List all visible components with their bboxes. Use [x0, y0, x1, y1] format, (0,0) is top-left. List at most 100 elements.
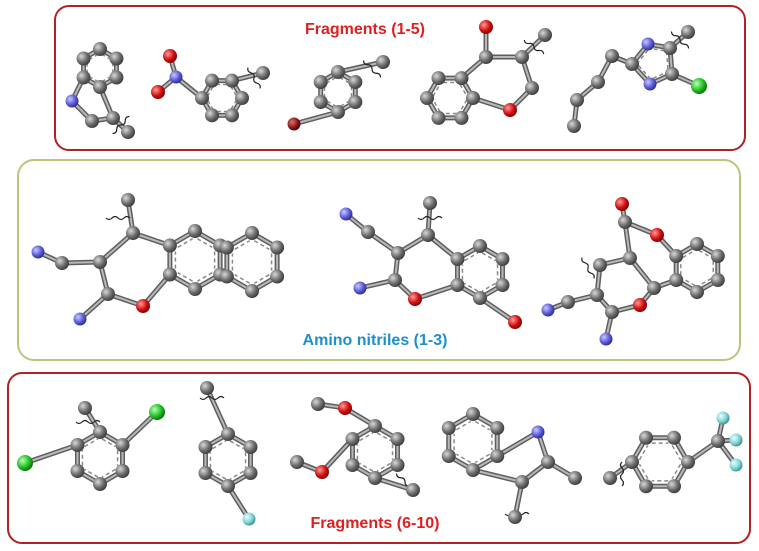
- aromatic-bond: [432, 99, 441, 113]
- atom-c: [121, 193, 135, 207]
- atom-c: [256, 66, 270, 80]
- atom-c: [710, 249, 725, 263]
- atom-c: [361, 225, 375, 239]
- bond-highlight: [24, 444, 79, 464]
- atom-c: [406, 483, 420, 497]
- attachment-wave: [105, 215, 131, 221]
- atom-n: [531, 425, 545, 439]
- atom-c: [450, 278, 465, 292]
- atom-c: [639, 479, 653, 494]
- atom-c: [93, 255, 107, 269]
- aromatic-bond: [481, 252, 496, 262]
- atom-c: [441, 421, 456, 435]
- atom-f: [729, 433, 743, 447]
- attachment-wave: [199, 395, 225, 401]
- atom-c: [221, 479, 235, 493]
- atom-c: [441, 449, 456, 463]
- atom-c: [561, 295, 575, 309]
- aromatic-bond: [229, 470, 244, 480]
- aromatic-bond: [253, 274, 270, 284]
- atom-c: [681, 455, 695, 469]
- atom-n: [169, 70, 183, 84]
- atom-c: [525, 81, 539, 95]
- aromatic-bond: [206, 99, 214, 111]
- atom-n: [599, 332, 613, 346]
- aromatic-bond: [459, 99, 468, 113]
- atom-c: [205, 73, 219, 88]
- atom-c: [70, 464, 85, 478]
- atom-c: [85, 114, 99, 128]
- atom-c: [221, 427, 235, 441]
- atom-c: [93, 425, 107, 439]
- bond-highlight: [337, 61, 384, 73]
- atom-c: [93, 80, 107, 94]
- atom-o: [503, 103, 517, 117]
- atom-o: [163, 49, 177, 63]
- atom-c: [162, 238, 177, 253]
- attachment-wave: [670, 31, 690, 49]
- aromatic-bond: [376, 432, 391, 442]
- aromatic-bond: [339, 76, 351, 84]
- aromatic-bond: [376, 462, 391, 472]
- atom-c: [195, 91, 209, 105]
- attachment-wave: [417, 215, 443, 221]
- atom-c: [109, 70, 124, 85]
- fragment-4-chromanone: [420, 20, 552, 125]
- atom-c: [681, 25, 695, 39]
- aromatic-bond: [84, 468, 99, 478]
- atom-c: [473, 239, 487, 253]
- atom-f: [242, 512, 256, 526]
- atom-o: [508, 315, 522, 329]
- aromatic-bond: [101, 468, 116, 478]
- atom-c: [331, 65, 345, 79]
- atom-c: [669, 249, 684, 263]
- atom-c: [115, 438, 130, 452]
- aromatic-bond: [464, 282, 479, 292]
- atom-o: [338, 401, 352, 415]
- atom-c: [391, 246, 405, 260]
- aromatic-bond: [671, 463, 682, 480]
- atom-c: [508, 510, 522, 524]
- atom-c: [466, 91, 480, 105]
- aromatic-bond: [325, 76, 337, 84]
- atom-c: [270, 269, 285, 284]
- fragment-7-fluorophenyl: [198, 381, 258, 526]
- atom-c: [450, 252, 465, 266]
- fragments-bottom-panel: [7, 372, 751, 544]
- amino-nitrile-3: [541, 197, 725, 346]
- bond-highlight: [414, 284, 459, 300]
- fragment-2-nitrobenzene: [151, 49, 270, 123]
- atom-o: [633, 298, 647, 312]
- aromatic-bond: [206, 85, 214, 97]
- aromatic-bond: [230, 85, 238, 97]
- atom-c: [243, 466, 258, 480]
- aromatic-bond: [698, 277, 712, 287]
- atom-c: [376, 55, 390, 69]
- atom-c: [603, 471, 617, 485]
- atom-c: [245, 226, 259, 240]
- atom-c: [567, 119, 581, 133]
- atom-c: [55, 256, 69, 270]
- atom-c: [219, 240, 234, 255]
- atom-n: [641, 37, 655, 51]
- aromatic-bond: [339, 100, 351, 108]
- aromatic-bond: [84, 438, 99, 448]
- atom-c: [647, 281, 661, 295]
- attachment-wave: [581, 257, 595, 279]
- atom-n: [541, 303, 555, 317]
- atom-c: [162, 267, 177, 282]
- atom-c: [348, 75, 363, 89]
- aromatic-bond: [212, 470, 227, 480]
- attachment-wave: [362, 60, 382, 78]
- aromatic-bond: [666, 53, 669, 70]
- atom-c: [710, 273, 725, 287]
- amino-nitrile-1: [31, 193, 285, 326]
- atom-c: [479, 50, 493, 64]
- atom-c: [101, 287, 115, 301]
- atom-c: [270, 240, 285, 255]
- amino-nitrile-2: [339, 196, 522, 329]
- aromatic-bond: [638, 444, 649, 461]
- attachment-wave: [112, 115, 130, 135]
- fragment-8-dimethoxyphenyl: [290, 397, 420, 497]
